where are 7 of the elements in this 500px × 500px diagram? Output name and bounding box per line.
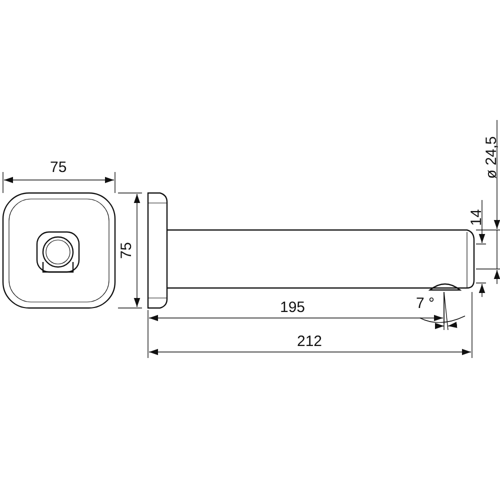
dimension-label: 75 (118, 242, 134, 259)
dimension-label: 212 (297, 334, 322, 349)
dimension-label: 195 (280, 300, 306, 315)
dimension-label: 14 (468, 209, 484, 226)
angle-label: 7 ° (416, 296, 435, 311)
dimension-label: 75 (50, 160, 67, 175)
dimension-label: ø 24,5 (484, 136, 499, 179)
